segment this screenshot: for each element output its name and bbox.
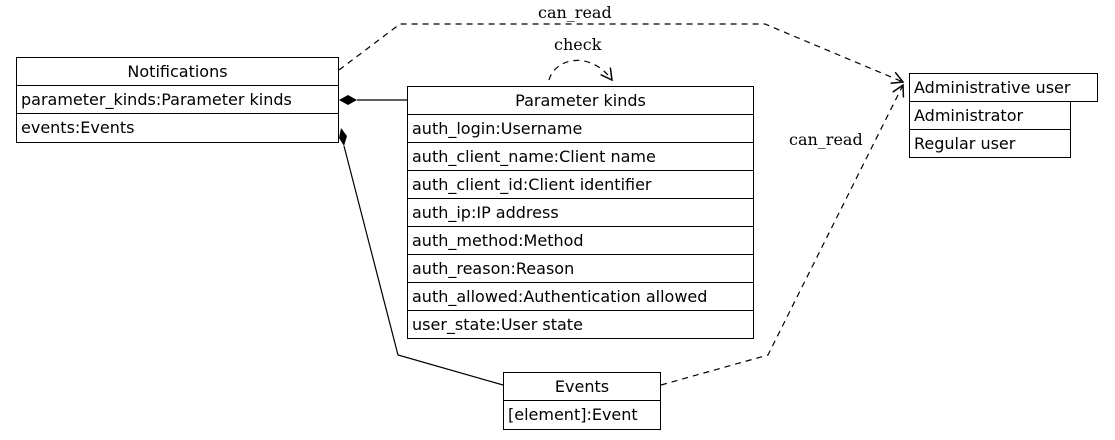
- class-attribute: auth_login:Username: [408, 115, 753, 143]
- edge-check-self: [548, 59, 613, 82]
- edge-can-read-events: [660, 83, 905, 386]
- label-check: check: [554, 35, 602, 54]
- class-attribute: [element]:Event: [508, 405, 638, 424]
- class-attribute: auth_client_name:Client name: [408, 143, 753, 171]
- class-attribute: auth_ip:IP address: [408, 199, 753, 227]
- composition-diamond-parameter-kinds: [339, 95, 357, 105]
- edge-can-read-notifications: [338, 23, 905, 85]
- role-administrator: Administrator: [909, 101, 1071, 130]
- label-can-read-right: can_read: [789, 130, 863, 149]
- composition-diamond-events: [339, 128, 347, 146]
- class-attribute: parameter_kinds:Parameter kinds: [17, 86, 338, 114]
- class-attribute: auth_method:Method: [408, 227, 753, 255]
- class-attribute: auth_reason:Reason: [408, 255, 753, 283]
- role-regular-user: Regular user: [909, 129, 1071, 158]
- edge-composition-events: [343, 145, 504, 386]
- role-administrative-user: Administrative user: [909, 73, 1098, 102]
- class-events: Events [element]:Event: [503, 372, 661, 430]
- class-attribute: events:Events: [21, 118, 135, 137]
- class-title: Parameter kinds: [408, 87, 753, 115]
- class-attribute: auth_allowed:Authentication allowed: [408, 283, 753, 311]
- class-title: Events: [504, 373, 660, 401]
- class-title: Notifications: [17, 58, 338, 86]
- label-can-read-top: can_read: [538, 3, 612, 22]
- class-attribute: auth_client_id:Client identifier: [408, 171, 753, 199]
- class-notifications: Notifications parameter_kinds:Parameter …: [16, 57, 339, 143]
- class-attribute: user_state:User state: [412, 315, 583, 334]
- class-parameter-kinds: Parameter kinds auth_login:Username auth…: [407, 86, 754, 339]
